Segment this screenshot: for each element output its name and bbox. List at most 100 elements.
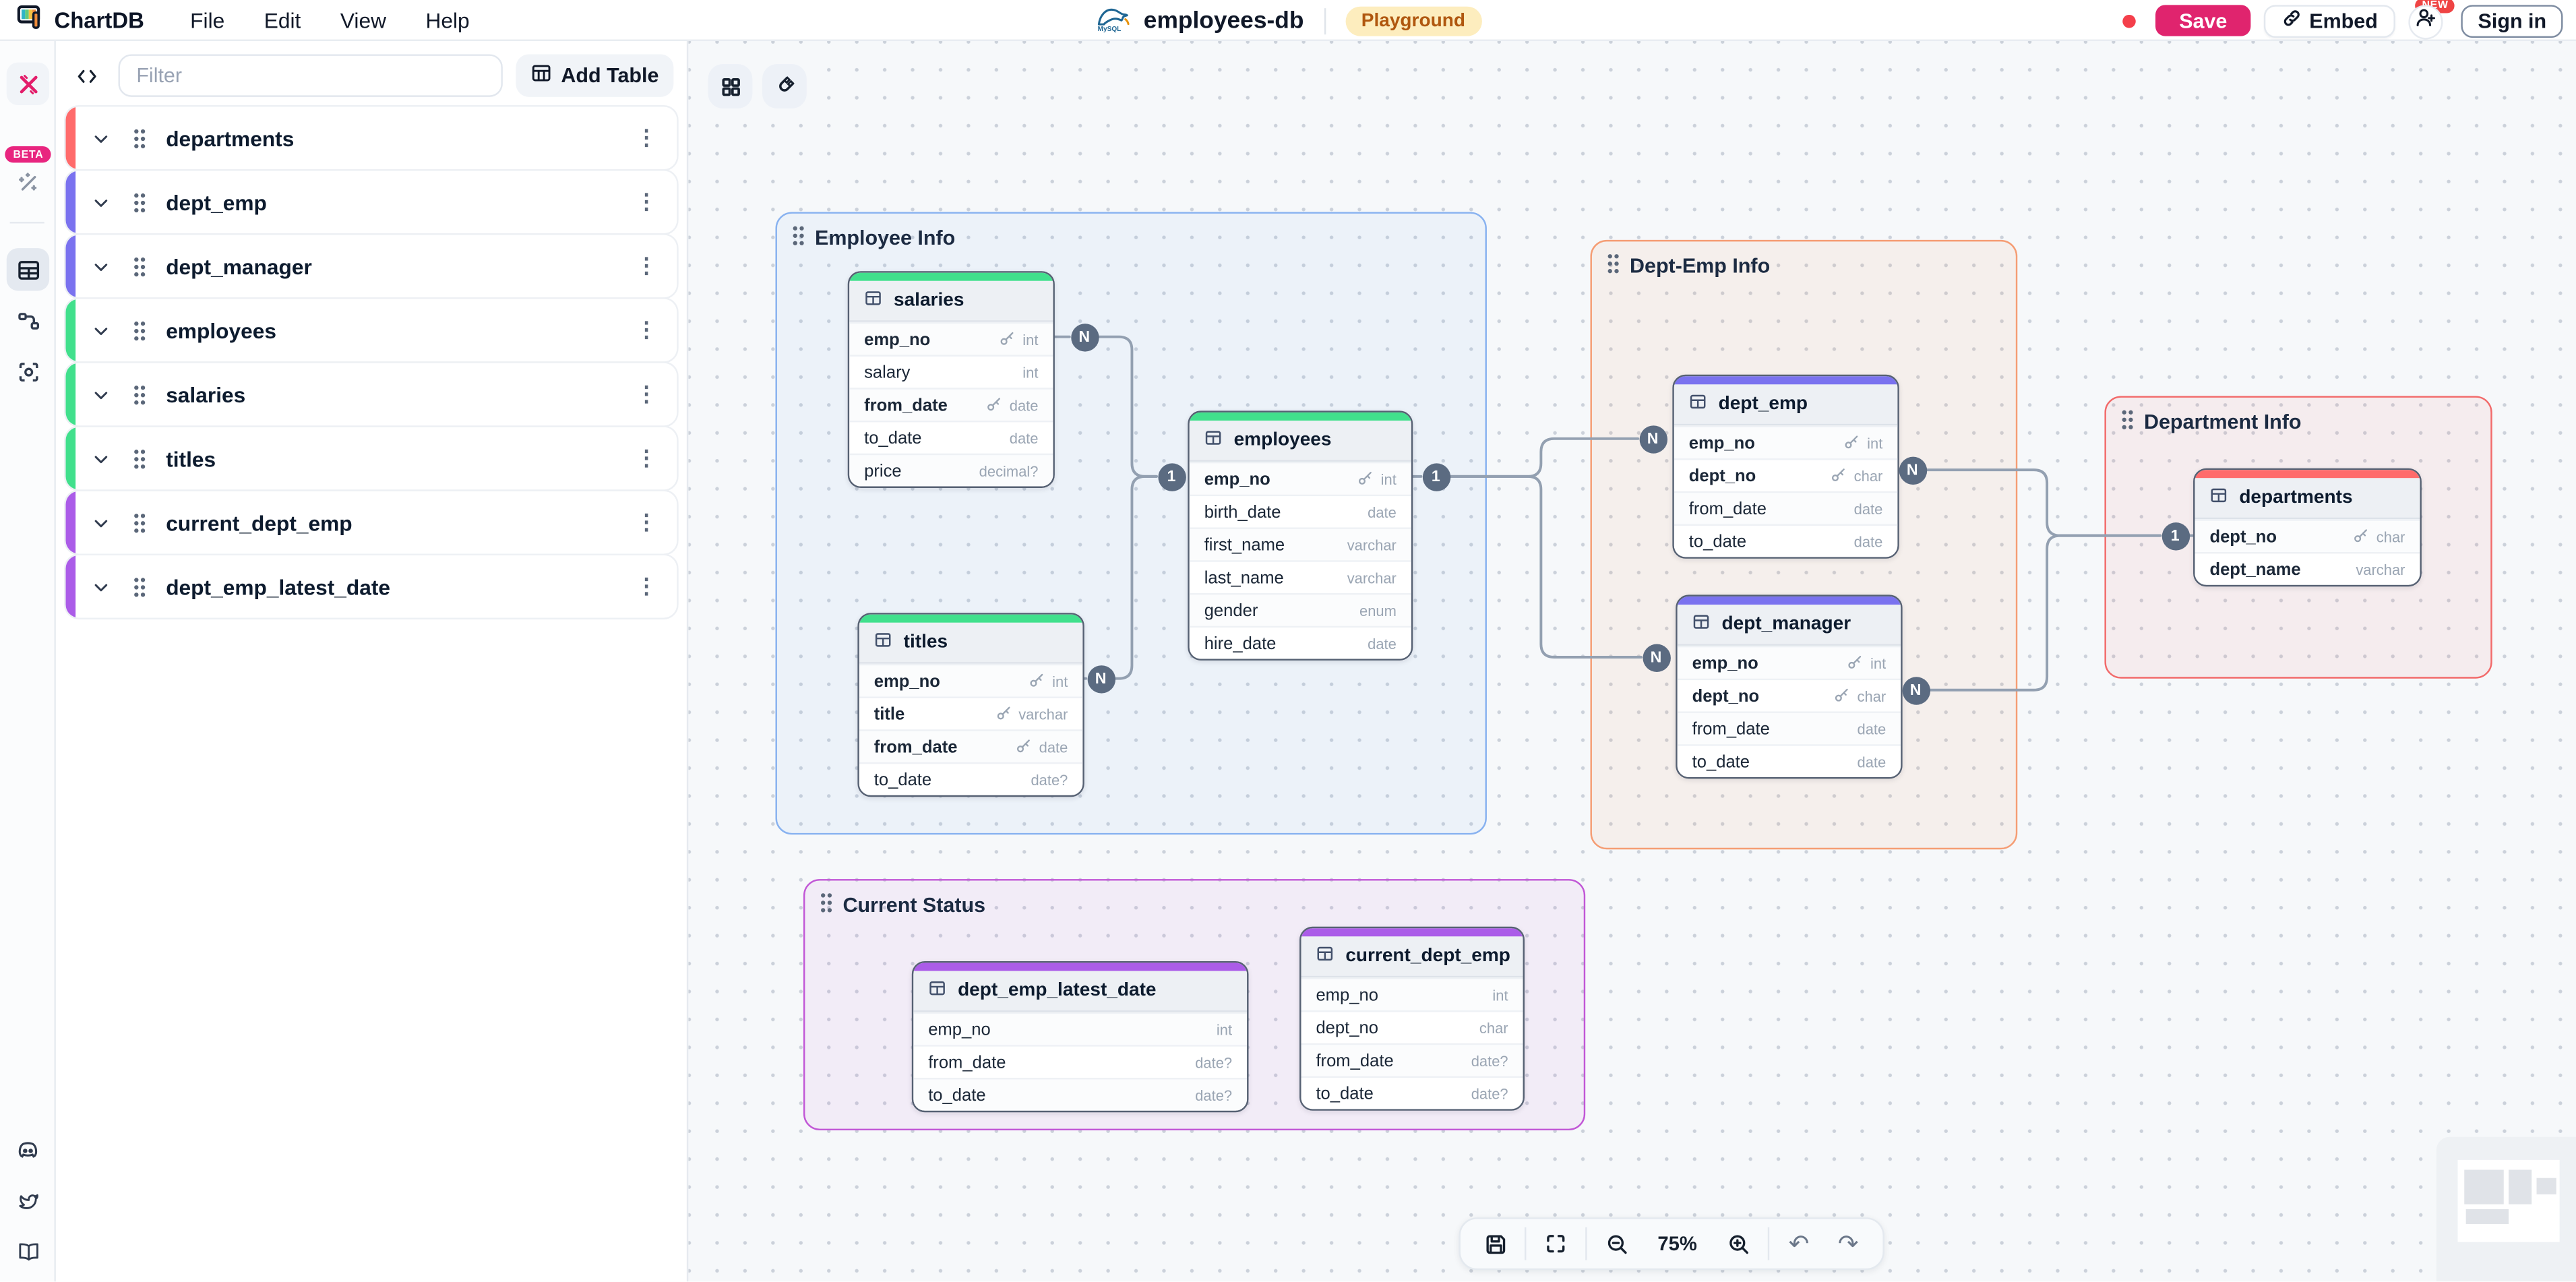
rail-dependencies-tab[interactable] xyxy=(7,350,49,392)
chevron-down-icon[interactable] xyxy=(92,257,111,275)
zoom-level[interactable]: 75% xyxy=(1657,1232,1697,1256)
table-header[interactable]: dept_emp_latest_date xyxy=(913,971,1248,1012)
embed-button[interactable]: Embed xyxy=(2263,4,2396,37)
table-header[interactable]: titles xyxy=(859,622,1083,664)
sidebar-item-departments[interactable]: departments⋮ xyxy=(64,105,679,171)
fit-view-button[interactable] xyxy=(1531,1223,1581,1265)
invite-user-button[interactable] xyxy=(2409,4,2444,39)
sidebar-item-dept_emp_latest_date[interactable]: dept_emp_latest_date⋮ xyxy=(64,553,679,619)
chevron-down-icon[interactable] xyxy=(92,322,111,340)
drag-handle-icon[interactable] xyxy=(1607,253,1620,279)
sidebar-item-salaries[interactable]: salaries⋮ xyxy=(64,361,679,427)
chartdb-editor-icon[interactable] xyxy=(6,62,50,105)
drag-handle-icon[interactable] xyxy=(820,892,833,919)
magic-wand-icon[interactable] xyxy=(7,161,49,204)
sidebar-item-titles[interactable]: titles⋮ xyxy=(64,425,679,491)
drag-handle-icon[interactable] xyxy=(133,127,146,149)
drag-handle-icon[interactable] xyxy=(133,512,146,533)
docs-book-icon[interactable] xyxy=(7,1231,49,1273)
table-header[interactable]: employees xyxy=(1189,421,1411,462)
drag-handle-icon[interactable] xyxy=(133,576,146,597)
menu-edit[interactable]: Edit xyxy=(264,8,301,33)
rail-relationships-tab[interactable] xyxy=(7,299,49,342)
drag-handle-icon[interactable] xyxy=(792,225,805,251)
sign-in-button[interactable]: Sign in xyxy=(2461,4,2563,37)
arrange-tables-button[interactable] xyxy=(708,64,753,109)
table-header[interactable]: departments xyxy=(2195,478,2420,520)
discord-icon[interactable] xyxy=(7,1129,49,1171)
drag-handle-icon[interactable] xyxy=(133,255,146,277)
table-menu-icon[interactable]: ⋮ xyxy=(636,189,657,214)
twitter-icon[interactable] xyxy=(7,1180,49,1222)
drag-handle-icon[interactable] xyxy=(133,319,146,341)
chevron-down-icon[interactable] xyxy=(92,193,111,211)
chevron-down-icon[interactable] xyxy=(92,514,111,532)
table-header[interactable]: current_dept_emp xyxy=(1301,936,1523,978)
table-menu-icon[interactable]: ⋮ xyxy=(636,253,657,278)
zoom-in-button[interactable] xyxy=(1713,1223,1762,1265)
diagram-name[interactable]: employees-db xyxy=(1143,7,1304,34)
add-table-button[interactable]: Add Table xyxy=(515,54,674,97)
redo-button[interactable]: ↷ xyxy=(1837,1229,1859,1258)
table-menu-icon[interactable]: ⋮ xyxy=(636,445,657,470)
table-menu-icon[interactable]: ⋮ xyxy=(636,125,657,150)
drag-handle-icon[interactable] xyxy=(133,384,146,405)
drag-handle-icon[interactable] xyxy=(2121,409,2135,435)
menu-help[interactable]: Help xyxy=(425,8,470,33)
menu-file[interactable]: File xyxy=(190,8,225,33)
table-menu-icon[interactable]: ⋮ xyxy=(636,509,657,535)
drag-handle-icon[interactable] xyxy=(133,191,146,213)
chevron-down-icon[interactable] xyxy=(92,578,111,596)
table-header[interactable]: dept_manager xyxy=(1677,605,1901,646)
sidebar-item-dept_manager[interactable]: dept_manager⋮ xyxy=(64,233,679,299)
menu-view[interactable]: View xyxy=(340,8,387,33)
chartdb-brand[interactable]: ChartDB xyxy=(16,3,144,39)
table-header[interactable]: dept_emp xyxy=(1674,384,1898,426)
table-menu-icon[interactable]: ⋮ xyxy=(636,573,657,599)
drag-handle-icon[interactable] xyxy=(133,448,146,469)
minimap[interactable] xyxy=(2436,1136,2576,1282)
zoom-out-button[interactable] xyxy=(1592,1223,1641,1265)
save-button[interactable]: Save xyxy=(2156,5,2250,36)
filter-input[interactable] xyxy=(118,54,502,97)
snap-magnet-button[interactable] xyxy=(762,64,807,109)
rail-tables-tab[interactable] xyxy=(6,248,50,291)
table-header[interactable]: salaries xyxy=(849,280,1053,322)
